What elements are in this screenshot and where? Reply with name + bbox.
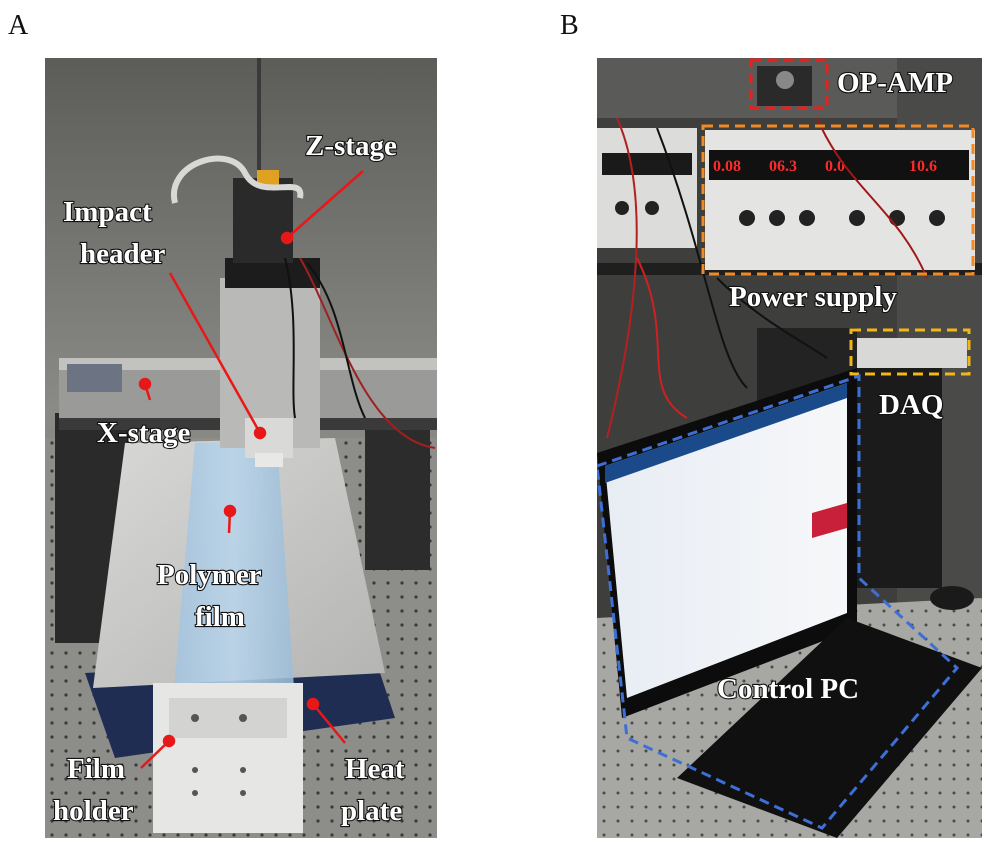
label-x-stage: X-stage (97, 417, 191, 449)
label-heat-plate-line2: plate (341, 795, 402, 827)
panel-letter-b: B (560, 10, 579, 41)
label-polymer-film-line2: film (195, 601, 245, 633)
label-power-supply: Power supply (729, 281, 897, 313)
label-film-holder-line2: holder (53, 795, 134, 827)
label-heat-plate-line1: Heat (345, 753, 405, 785)
power-supply-highlight-box (701, 124, 975, 276)
label-impact-header-line2: header (80, 238, 166, 270)
label-film-holder-line1: Film (67, 753, 125, 785)
label-op-amp: OP-AMP (837, 67, 953, 99)
display-readout-1: 0.08 (713, 158, 741, 175)
power-supply-displays: 0.08 06.3 0.0 10.6 (713, 158, 937, 175)
op-amp-highlight-box (749, 58, 829, 110)
label-control-pc: Control PC (717, 673, 859, 705)
label-z-stage: Z-stage (305, 130, 397, 162)
photo-panel-b: 0.08 06.3 0.0 10.6 OP-AMP Power supply D… (597, 58, 982, 838)
display-readout-2: 06.3 (769, 158, 797, 175)
panel-letter-a: A (8, 10, 29, 41)
label-daq: DAQ (879, 389, 943, 421)
control-pc-highlight-box (597, 373, 960, 830)
label-impact-header-line1: Impact (63, 196, 152, 228)
photo-panel-a: Z-stage Impact header X-stage Polymer fi… (45, 58, 437, 838)
label-polymer-film-line1: Polymer (157, 559, 262, 591)
display-readout-3: 0.0 (825, 158, 845, 175)
display-readout-4: 10.6 (909, 158, 937, 175)
